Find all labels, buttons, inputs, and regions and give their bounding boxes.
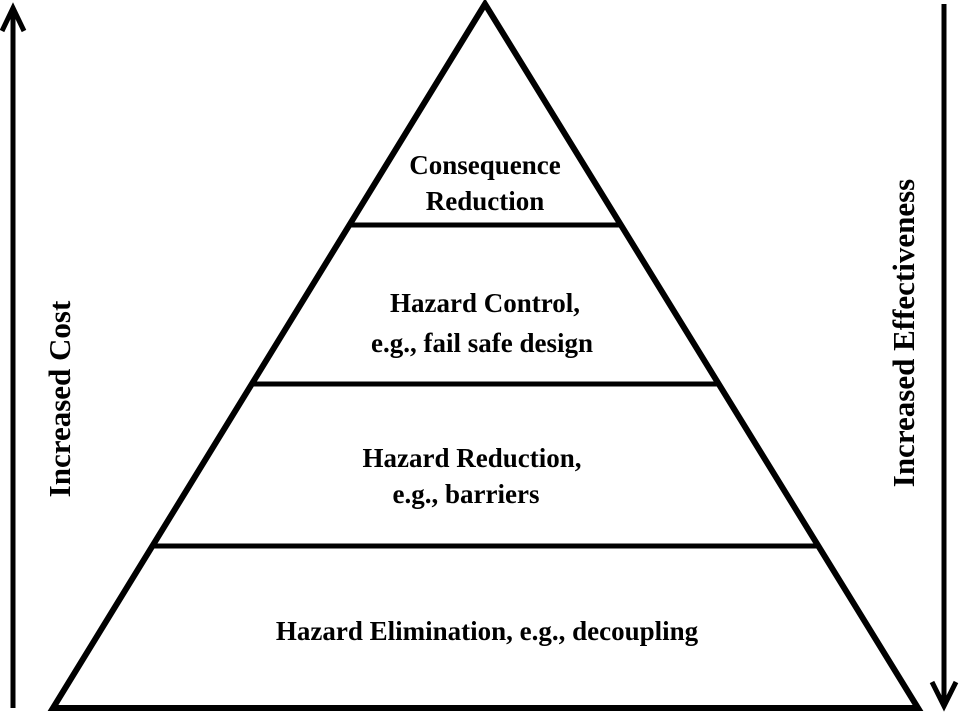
level-1-line-1: Consequence [409,150,561,180]
level-3-line-2: e.g., barriers [393,479,540,509]
pyramid-level-hazard-control: Hazard Control, e.g., fail safe design [371,288,593,358]
pyramid-level-hazard-reduction: Hazard Reduction, e.g., barriers [363,443,582,509]
level-4-line-1: Hazard Elimination, e.g., decoupling [276,616,699,646]
right-down-arrow-icon [929,4,959,712]
level-2-line-2: e.g., fail safe design [371,328,593,358]
increased-effectiveness-label: Increased Effectiveness [886,179,921,488]
level-2-line-1: Hazard Control, [390,288,580,318]
level-3-line-1: Hazard Reduction, [363,443,582,473]
left-up-arrow-icon [0,2,27,708]
pyramid-outline [47,0,924,711]
increased-cost-label: Increased Cost [42,300,77,497]
pyramid-level-hazard-elimination: Hazard Elimination, e.g., decoupling [276,616,699,646]
level-1-line-2: Reduction [426,186,545,216]
pyramid-level-consequence-reduction: Consequence Reduction [409,150,561,216]
